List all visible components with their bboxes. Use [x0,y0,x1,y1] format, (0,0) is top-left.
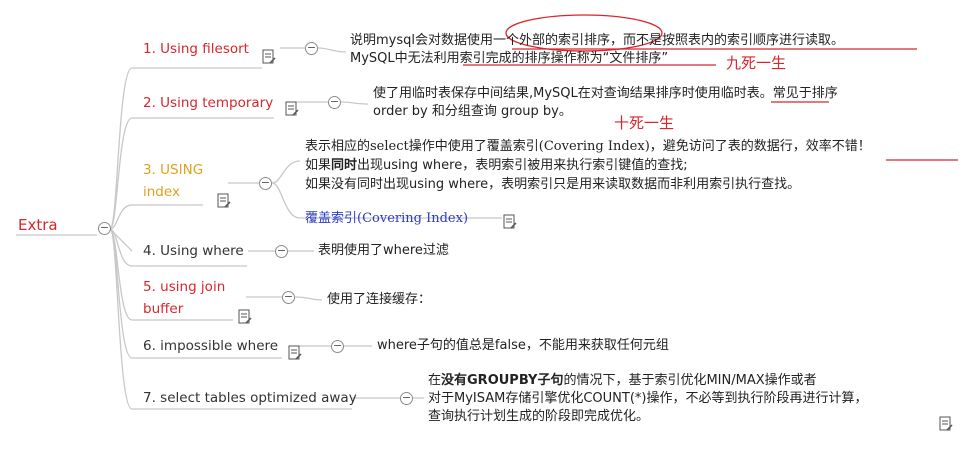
branch-impossible-where[interactable]: 6. impossible where [143,338,279,354]
optimized-away-description-line3: 查询执行计划生成的阶段即完成优化。 [428,409,650,424]
temporary-description-line2: order by 和分组查询 group by。 [373,104,572,119]
note-icon[interactable] [285,101,299,117]
temporary-description-line1: 使了用临时表保存中间结果,MySQL在对查询结果排序时使用临时表。常见于排序 [373,86,838,101]
collapse-toggle-b6[interactable]: − [331,339,344,353]
note-icon[interactable] [217,193,231,209]
collapse-toggle-b7[interactable]: − [400,391,413,405]
collapse-toggle-b4[interactable]: − [275,244,288,258]
filesort-annotation: 九死一生 [726,54,787,72]
branch-using-index-line1[interactable]: 3. USING [143,162,204,178]
impossible-where-description: where子句的值总是false，不能用来获取任何元组 [377,338,669,353]
branch-using-temporary[interactable]: 2. Using temporary [143,95,274,111]
using-index-description-line1: 表示相应的select操作中使用了覆盖索引(Covering Index)，避免… [305,139,871,154]
temporary-annotation: 十死一生 [614,114,675,132]
collapse-toggle-b3[interactable]: − [259,176,272,190]
using-index-description-line3: 如果没有同时出现using where，表明索引只是用来读取数据而非利用索引执行… [305,177,801,192]
note-icon[interactable] [503,214,517,230]
collapse-toggle-b1[interactable]: − [305,41,318,55]
note-icon[interactable] [238,309,252,325]
using-index-description-line2: 如果同时出现using where，表明索引被用来执行索引键值的查找; [305,158,688,173]
collapse-toggle-b2[interactable]: − [328,95,341,109]
collapse-toggle-root[interactable]: − [98,221,111,235]
filesort-description-line1: 说明mysql会对数据使用一个外部的索引排序，而不是按照表内的索引顺序进行读取。 [350,33,844,48]
covering-index-topic[interactable]: 覆盖索引(Covering Index) [305,211,469,226]
branch-using-index-line2[interactable]: index [143,184,180,200]
optimized-away-description-line2: 对于MyISAM存储引擎优化COUNT(*)操作，不必等到执行阶段再进行计算， [428,391,868,406]
root-label: Extra [18,216,58,234]
branch-using-join-buffer-line2[interactable]: buffer [143,301,184,317]
note-icon[interactable] [262,49,276,65]
optimized-away-description-line1: 在没有GROUPBY子句的情况下，基于索引优化MIN/MAX操作或者 [428,373,817,388]
filesort-description-line2: MySQL中无法利用索引完成的排序操作称为“文件排序” [350,51,669,66]
using-where-description: 表明使用了where过滤 [318,243,449,258]
branch-using-filesort[interactable]: 1. Using filesort [143,41,249,57]
branch-using-where[interactable]: 4. Using where [143,243,244,259]
join-buffer-description: 使用了连接缓存： [327,292,432,307]
note-icon[interactable] [288,345,302,361]
branch-select-tables-optimized-away[interactable]: 7. select tables optimized away [143,390,357,406]
collapse-toggle-b5[interactable]: − [282,290,295,304]
branch-using-join-buffer-line1[interactable]: 5. using join [143,279,226,295]
note-icon[interactable] [939,416,953,432]
